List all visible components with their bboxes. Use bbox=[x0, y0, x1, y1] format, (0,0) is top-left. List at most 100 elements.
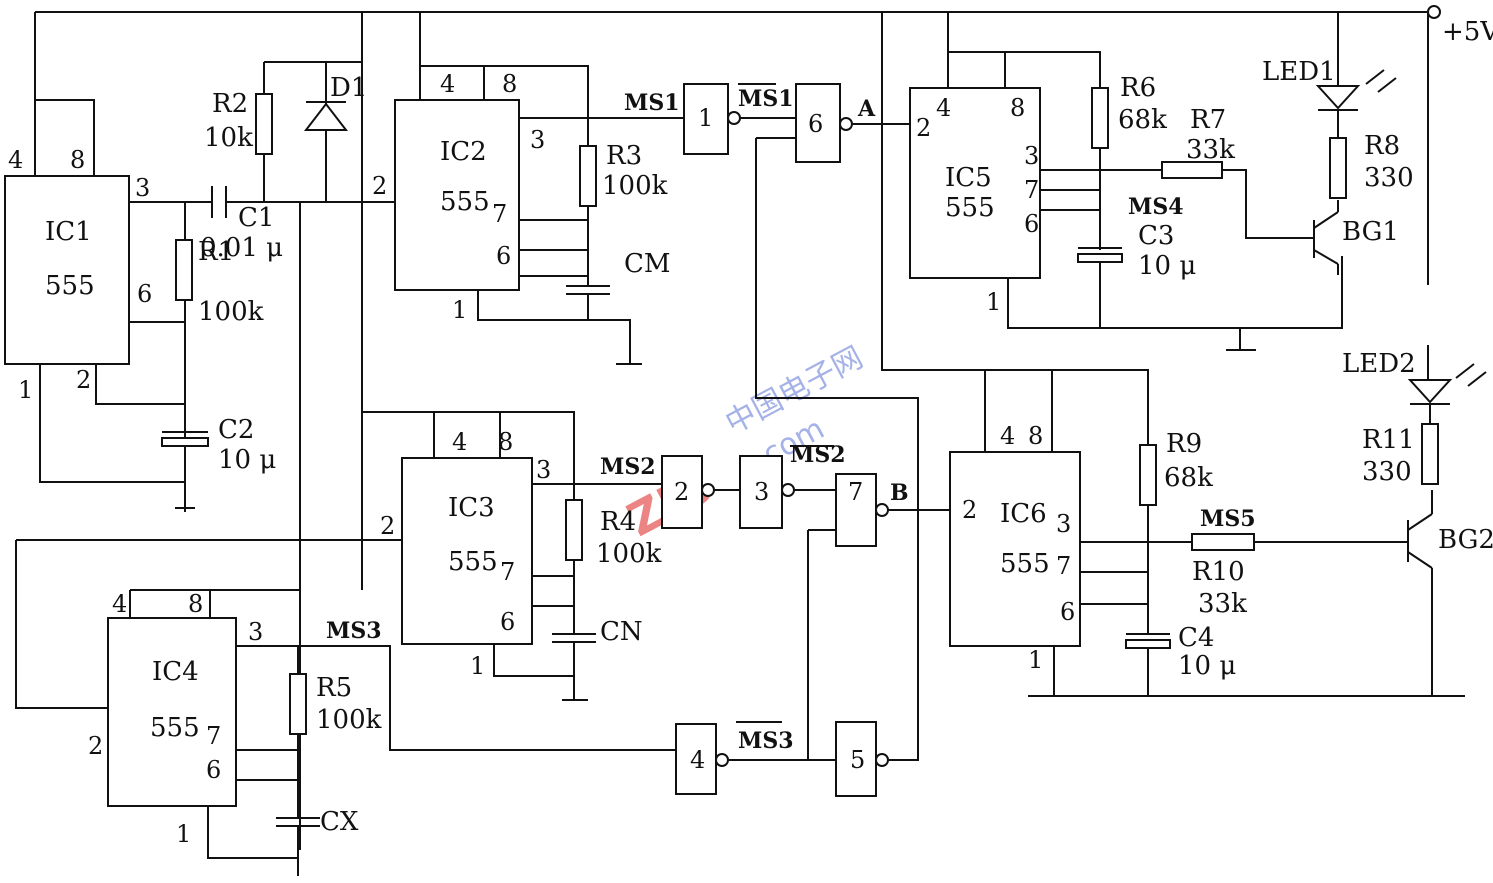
ic3-pin3: 3 bbox=[536, 456, 551, 484]
ic5-body bbox=[909, 87, 1041, 279]
ic2-pin2: 2 bbox=[372, 172, 387, 200]
gates-bottom: 4 MS3 5 bbox=[675, 721, 889, 797]
r5-name: R5 bbox=[316, 673, 352, 703]
supply-terminal bbox=[1427, 5, 1441, 19]
ic5-pin7: 7 bbox=[1024, 176, 1039, 204]
ms3-label: MS3 bbox=[326, 618, 382, 644]
r10-value: 33k bbox=[1198, 589, 1247, 619]
r3-name: R3 bbox=[606, 141, 642, 171]
ms1-bar-label: MS1 bbox=[738, 86, 794, 112]
c4-name: C4 bbox=[1178, 623, 1214, 653]
r7-value: 33k bbox=[1186, 135, 1235, 165]
ic3-body bbox=[401, 457, 533, 645]
r10-symbol bbox=[1191, 533, 1255, 551]
r9-name: R9 bbox=[1166, 429, 1202, 459]
bg1-label: BG1 bbox=[1342, 217, 1399, 247]
gate2 bbox=[661, 455, 703, 529]
gate4-label: 4 bbox=[690, 746, 705, 774]
ic3-type: 555 bbox=[448, 547, 498, 577]
r3-symbol bbox=[579, 145, 597, 207]
ic5-pin4: 4 bbox=[936, 94, 951, 122]
c3-value: 10 μ bbox=[1138, 251, 1196, 281]
r7-name: R7 bbox=[1190, 105, 1226, 135]
gates-middle: 2 3 MS2 7 B bbox=[661, 442, 950, 761]
r11-symbol bbox=[1421, 423, 1439, 485]
r6-name: R6 bbox=[1120, 73, 1156, 103]
ic2-pin7: 7 bbox=[492, 200, 507, 228]
ic1-pin8: 8 bbox=[70, 146, 85, 174]
ms1-label: MS1 bbox=[624, 90, 680, 116]
supply-label: +5V bbox=[1442, 17, 1493, 47]
ic1-pin4: 4 bbox=[8, 146, 23, 174]
d1-symbol bbox=[303, 102, 349, 131]
r11-name: R11 bbox=[1362, 425, 1415, 455]
ic1-block: IC1 555 4 8 3 6 1 2 R1 100k C1 0.01 μ C2… bbox=[4, 12, 395, 512]
ic6-pin3: 3 bbox=[1056, 510, 1071, 538]
ic2-pin4: 4 bbox=[440, 70, 455, 98]
r4-symbol bbox=[565, 499, 583, 561]
gate5-label: 5 bbox=[850, 746, 865, 774]
c1-value: 0.01 μ bbox=[200, 233, 283, 263]
gate7-label: 7 bbox=[848, 478, 863, 506]
signal-b: B bbox=[890, 480, 909, 506]
ic2-body bbox=[394, 99, 520, 291]
cn-name: CN bbox=[600, 617, 643, 647]
led2-label: LED2 bbox=[1342, 349, 1416, 379]
supply-rail: +5V bbox=[35, 5, 1493, 478]
r8-symbol bbox=[1329, 137, 1347, 199]
ic3-pin1: 1 bbox=[470, 652, 485, 680]
r2-value: 10k bbox=[204, 123, 253, 153]
ic6-pin1: 1 bbox=[1028, 646, 1043, 674]
gate6-label: 6 bbox=[808, 110, 823, 138]
ic6-block: IC6 555 4 8 2 3 7 6 1 R9 68k C4 10 μ MS5… bbox=[949, 349, 1493, 697]
ic4-pin4: 4 bbox=[112, 590, 127, 618]
ms3-bar-label: MS3 bbox=[738, 728, 794, 754]
ic3-pin6: 6 bbox=[500, 608, 515, 636]
r6-value: 68k bbox=[1118, 105, 1167, 135]
gate4 bbox=[675, 723, 717, 795]
ic4-pin1: 1 bbox=[176, 820, 191, 848]
r5-value: 100k bbox=[316, 705, 382, 735]
ic6-pin4: 4 bbox=[1000, 422, 1015, 450]
led2-symbol bbox=[1407, 379, 1453, 404]
ic1-pin6: 6 bbox=[137, 280, 152, 308]
c4-value: 10 μ bbox=[1178, 651, 1236, 681]
ic5-pin1: 1 bbox=[986, 288, 1001, 316]
ic3-block: IC3 555 4 8 2 3 7 6 1 R4 100k CN MS2 bbox=[15, 411, 662, 709]
ic3-name: IC3 bbox=[448, 493, 495, 523]
ic1-pin2: 2 bbox=[76, 366, 91, 394]
ic5-type: 555 bbox=[945, 193, 995, 223]
ic6-pin2: 2 bbox=[962, 496, 977, 524]
ic4-name: IC4 bbox=[152, 657, 199, 687]
ic1-body bbox=[4, 175, 130, 365]
ic1-type: 555 bbox=[45, 271, 95, 301]
gate1-label: 1 bbox=[698, 104, 713, 132]
ic5-pin2: 2 bbox=[916, 114, 931, 142]
gate3-label: 3 bbox=[754, 478, 769, 506]
r2-name: R2 bbox=[212, 89, 248, 119]
c2-value: 10 μ bbox=[218, 445, 276, 475]
bg2-label: BG2 bbox=[1438, 525, 1493, 555]
ic3-pin8: 8 bbox=[498, 428, 513, 456]
ic2-name: IC2 bbox=[440, 137, 487, 167]
r8-name: R8 bbox=[1364, 131, 1400, 161]
r10-name: R10 bbox=[1192, 557, 1245, 587]
ic4-pin3: 3 bbox=[248, 618, 263, 646]
r4-name: R4 bbox=[600, 507, 636, 537]
ic2-block: IC2 555 4 8 2 3 7 6 1 R3 100k CM MS1 bbox=[372, 12, 684, 365]
ic6-name: IC6 bbox=[1000, 499, 1047, 529]
gate6 bbox=[795, 83, 841, 163]
ic4-pin2: 2 bbox=[88, 732, 103, 760]
r1-value: 100k bbox=[198, 297, 264, 327]
ic5-pin6: 6 bbox=[1024, 210, 1039, 238]
r4-value: 100k bbox=[596, 539, 662, 569]
ic4-pin7: 7 bbox=[206, 722, 221, 750]
gate5 bbox=[835, 721, 877, 797]
gate2-label: 2 bbox=[674, 478, 689, 506]
led1-label: LED1 bbox=[1262, 57, 1336, 87]
ic1-name: IC1 bbox=[45, 217, 92, 247]
c3-symbol bbox=[1077, 253, 1123, 263]
r2-symbol bbox=[255, 93, 273, 155]
cx-name: CX bbox=[320, 807, 359, 837]
ic5-name: IC5 bbox=[945, 163, 992, 193]
